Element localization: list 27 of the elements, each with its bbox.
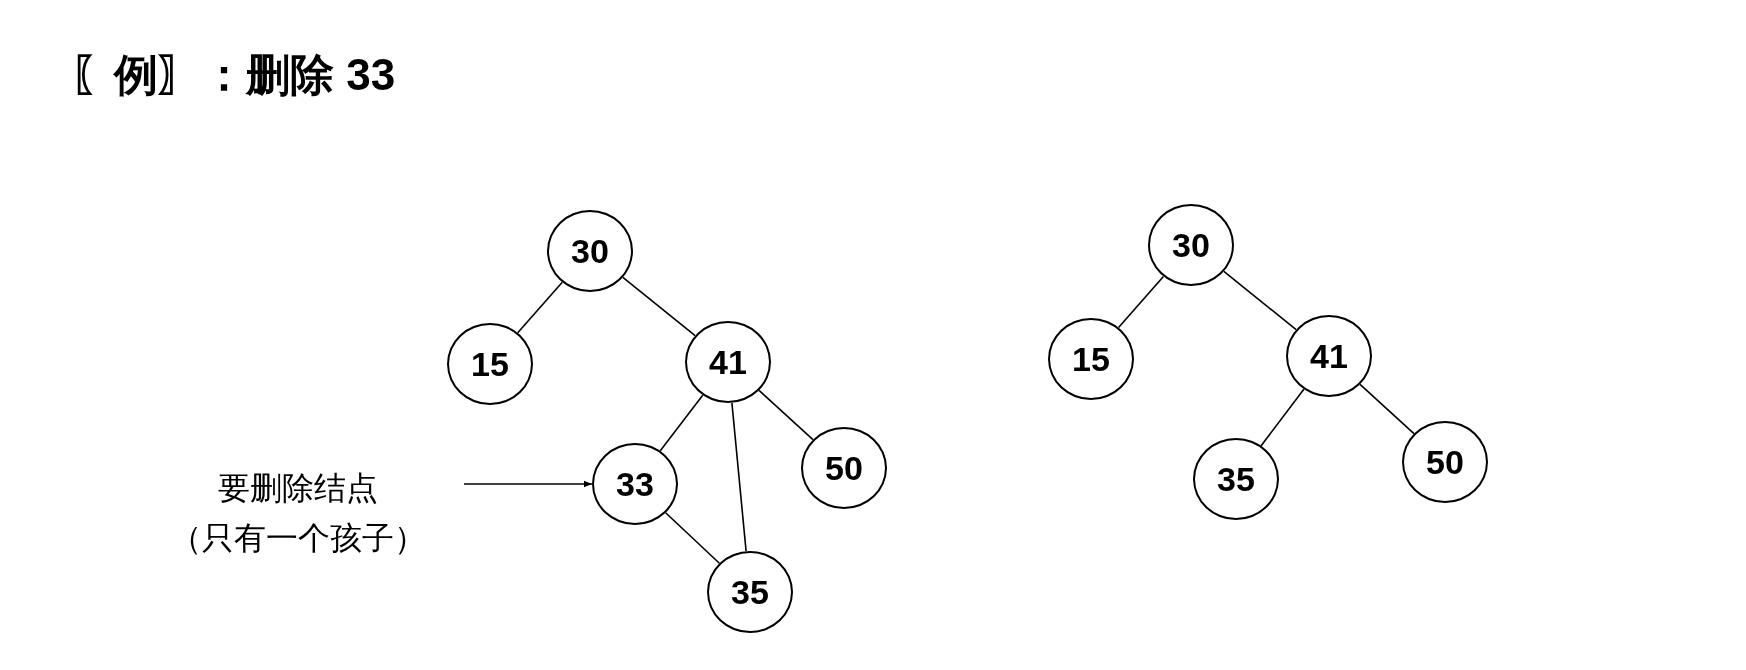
node-value: 41	[709, 342, 747, 382]
node-value: 30	[571, 231, 609, 271]
tree-edge	[731, 402, 747, 552]
node-value: 15	[471, 344, 509, 384]
node-value: 35	[1217, 459, 1255, 499]
node-value: 15	[1072, 339, 1110, 379]
node-value: 35	[731, 572, 769, 612]
node-value: 30	[1172, 225, 1210, 265]
node-value: 50	[825, 448, 863, 488]
tree-edge	[659, 394, 704, 452]
node-value: 50	[1426, 442, 1464, 482]
tree-edge	[758, 389, 814, 441]
node-value: 41	[1310, 336, 1348, 376]
title: 〖例〗：删除 33	[70, 49, 396, 101]
tree-edge	[664, 511, 721, 565]
tree-edge	[622, 276, 696, 337]
leader-arrow	[463, 480, 593, 488]
annotation-text: 要删除结点	[218, 469, 378, 508]
tree-node-circle	[1286, 315, 1372, 397]
tree-edge	[1223, 270, 1297, 331]
annotation-text: （只有一个孩子）	[170, 519, 426, 558]
tree-node-circle	[685, 321, 771, 403]
node-value: 33	[616, 464, 654, 504]
tree-edge	[1117, 275, 1165, 329]
tree-edge	[516, 281, 564, 334]
tree-edge	[1260, 388, 1305, 447]
tree-edge	[1359, 383, 1415, 435]
